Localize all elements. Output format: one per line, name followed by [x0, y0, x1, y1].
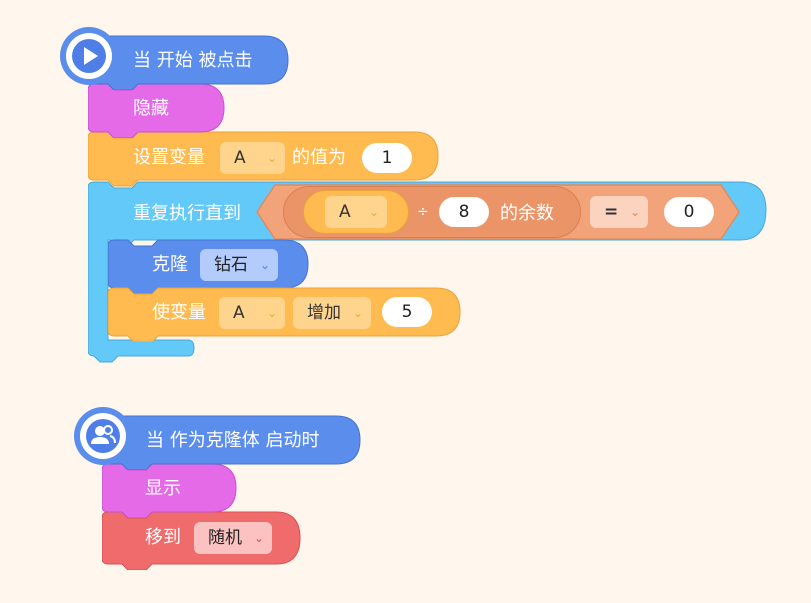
compare-operator-dropdown[interactable]: = ⌄ — [590, 196, 648, 228]
set-variable-mid-label: 的值为 — [292, 147, 346, 168]
change-operation-dropdown[interactable]: 增加 ⌄ — [293, 297, 371, 329]
mod-variable-dropdown[interactable]: A ⌄ — [325, 196, 387, 228]
divide-sign: ÷ — [417, 204, 429, 220]
go-to-label: 移到 — [145, 527, 181, 548]
set-variable-dropdown[interactable]: A ⌄ — [220, 142, 285, 174]
change-variable-name: A — [233, 303, 245, 323]
change-variable-dropdown[interactable]: A ⌄ — [219, 297, 285, 329]
change-value-input[interactable]: 5 — [382, 297, 432, 327]
set-variable-label: 设置变量 — [133, 147, 205, 168]
clone-target-value: 钻石 — [214, 255, 248, 275]
show-label: 显示 — [145, 478, 181, 499]
play-icon — [72, 39, 106, 73]
users-icon — [86, 419, 120, 453]
clone-target-dropdown[interactable]: 钻石 ⌄ — [200, 249, 278, 281]
go-to-target-dropdown[interactable]: 随机 ⌄ — [194, 522, 272, 554]
play-icon-bg — [66, 33, 112, 79]
mod-label: 的余数 — [500, 203, 554, 224]
go-to-target-value: 随机 — [208, 528, 242, 548]
set-variable-name: A — [234, 148, 246, 168]
hide-label: 隐藏 — [133, 98, 169, 119]
clone-label: 克隆 — [152, 254, 188, 275]
repeat-until-label: 重复执行直到 — [133, 203, 241, 224]
chevron-down-icon: ⌄ — [629, 205, 640, 219]
divisor-input[interactable]: 8 — [439, 197, 489, 227]
compare-operator-value: = — [604, 202, 619, 222]
chevron-down-icon: ⌄ — [352, 306, 363, 320]
change-operation-value: 增加 — [307, 303, 341, 323]
when-start-clicked-label: 当 开始 被点击 — [133, 50, 253, 71]
chevron-down-icon: ⌄ — [253, 531, 264, 545]
compare-value-input[interactable]: 0 — [664, 197, 714, 227]
mod-variable-value: A — [339, 202, 351, 222]
chevron-down-icon: ⌄ — [266, 151, 277, 165]
change-variable-label: 使变量 — [152, 302, 206, 323]
when-clone-start-label: 当 作为克隆体 启动时 — [146, 430, 320, 451]
set-variable-value-input[interactable]: 1 — [362, 143, 412, 173]
chevron-down-icon: ⌄ — [259, 258, 270, 272]
chevron-down-icon: ⌄ — [266, 306, 277, 320]
clone-icon-bg — [80, 413, 126, 459]
chevron-down-icon: ⌄ — [368, 205, 379, 219]
